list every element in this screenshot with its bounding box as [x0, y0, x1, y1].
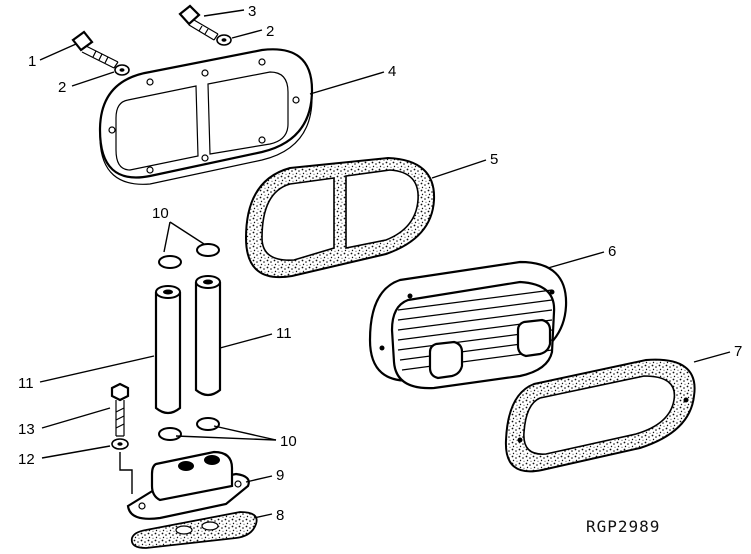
callout-8: 8 [276, 507, 284, 524]
callout-10-lower: 10 [280, 433, 297, 450]
o-ring-upper-right [196, 243, 220, 257]
o-ring-upper-left [158, 255, 182, 269]
cap-screw-left [71, 30, 119, 69]
callout-3: 3 [248, 3, 256, 20]
cover-plate [98, 48, 314, 185]
washer-right [216, 34, 232, 46]
callout-5: 5 [490, 151, 498, 168]
callout-12: 12 [18, 451, 35, 468]
callout-2-left: 2 [58, 79, 66, 96]
assembly-leader [119, 452, 133, 494]
oil-cooler [368, 260, 568, 390]
cooler-gasket [504, 358, 696, 473]
cover-gasket [244, 156, 436, 279]
cap-screw-right [178, 4, 219, 41]
cap-screw-vertical [110, 382, 130, 437]
callout-2-right: 2 [266, 23, 274, 40]
callout-9: 9 [276, 467, 284, 484]
callout-10-upper: 10 [152, 205, 169, 222]
adapter-gasket [130, 511, 258, 549]
washer-vertical [111, 438, 129, 450]
leader-lines [39, 9, 731, 519]
figure-code: RGP2989 [586, 517, 660, 536]
callout-6: 6 [608, 243, 616, 260]
callout-1: 1 [28, 53, 36, 70]
washer-left [114, 64, 130, 76]
callout-13: 13 [18, 421, 35, 438]
tube-left [154, 285, 182, 415]
tube-right [194, 275, 222, 397]
adapter-fitting [126, 450, 250, 520]
callout-11-left: 11 [18, 375, 34, 392]
callout-7: 7 [734, 343, 742, 360]
o-ring-lower-right [196, 417, 220, 431]
callout-4: 4 [388, 63, 396, 80]
callout-11-right: 11 [276, 325, 292, 342]
o-ring-lower-left [158, 427, 182, 441]
